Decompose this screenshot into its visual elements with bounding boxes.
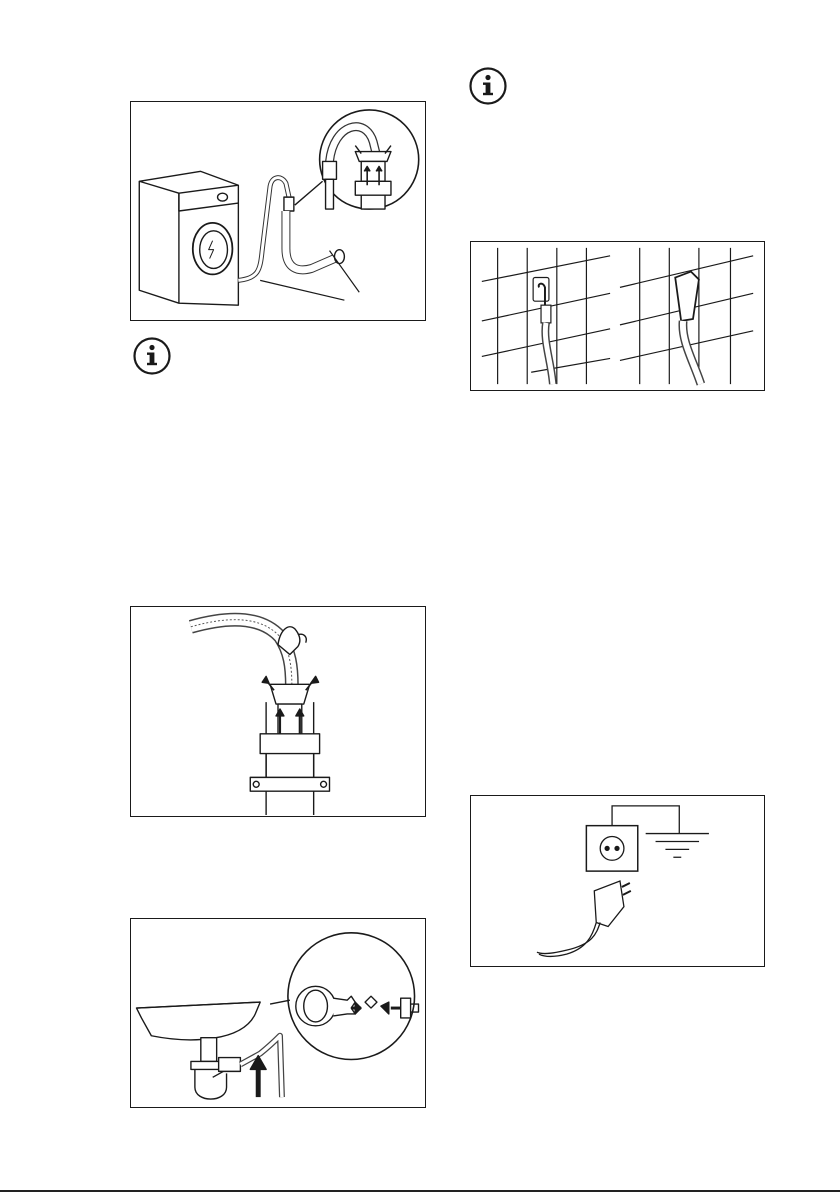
earthed-socket-figure xyxy=(470,795,765,967)
washer-drain-hose-figure xyxy=(130,101,426,321)
earthed-socket-illustration xyxy=(471,796,764,966)
sink-trap-illustration xyxy=(131,919,425,1107)
wall-drain-figure xyxy=(470,241,765,391)
info-icon xyxy=(132,336,172,376)
wall-drain-illustration xyxy=(471,242,764,390)
standpipe-illustration xyxy=(131,607,425,816)
washing-machine-illustration xyxy=(131,102,425,320)
standpipe-hose-figure xyxy=(130,606,426,817)
sink-trap-figure xyxy=(130,918,426,1108)
info-icon xyxy=(468,66,508,106)
